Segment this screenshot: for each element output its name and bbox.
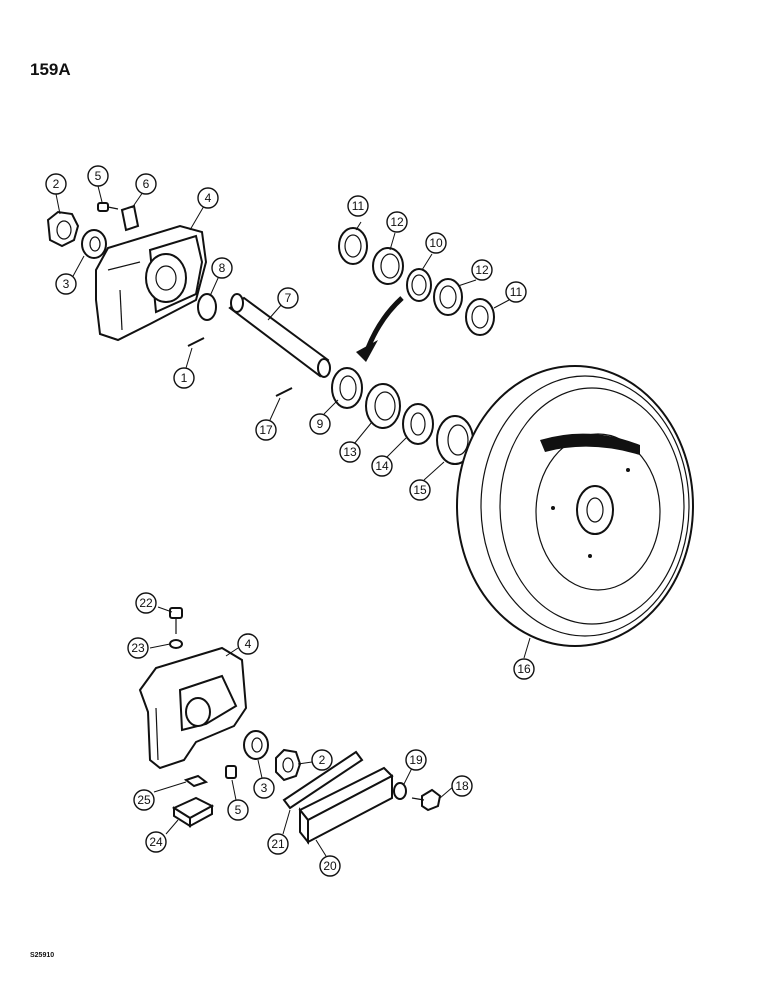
callout-20: 20 (319, 855, 341, 877)
bolt-small-lower (225, 765, 237, 779)
callout-19: 19 (405, 749, 427, 771)
svg-text:5: 5 (235, 803, 242, 817)
callout-11: 11 (505, 281, 527, 303)
pin-1 (187, 337, 205, 347)
callout-4: 4 (237, 633, 259, 655)
idler-bracket-lower (138, 646, 248, 770)
pin-17 (275, 387, 293, 397)
callout-3: 3 (55, 273, 77, 295)
bar-20 (298, 766, 394, 845)
leader-lines (55, 185, 531, 857)
svg-text:8: 8 (219, 261, 226, 275)
svg-text:13: 13 (343, 445, 357, 459)
svg-text:9: 9 (317, 417, 324, 431)
castle-nut-lower (275, 748, 302, 782)
bearing-cup-13 (365, 383, 401, 429)
seal-9 (331, 367, 363, 409)
callout-12: 12 (471, 259, 493, 281)
bearing-cup-12-left (372, 247, 404, 285)
bolt-22 (169, 607, 183, 634)
callout-2: 2 (45, 173, 67, 195)
svg-text:4: 4 (245, 637, 252, 651)
arrow-head-icon (356, 340, 378, 362)
callout-23: 23 (127, 637, 149, 659)
callout-18: 18 (451, 775, 473, 797)
svg-text:11: 11 (510, 285, 523, 299)
svg-text:11: 11 (352, 199, 365, 213)
svg-text:24: 24 (149, 835, 163, 849)
svg-text:15: 15 (413, 483, 427, 497)
svg-text:16: 16 (517, 662, 531, 676)
callout-13: 13 (339, 441, 361, 463)
callout-7: 7 (277, 287, 299, 309)
callout-14: 14 (371, 455, 393, 477)
callout-12: 12 (386, 211, 408, 233)
callout-1: 1 (173, 367, 195, 389)
svg-text:20: 20 (323, 859, 337, 873)
idler-bracket-upper (95, 224, 208, 342)
svg-text:25: 25 (137, 793, 151, 807)
shim-25 (183, 774, 209, 788)
figure-code: S25910 (30, 952, 55, 959)
bearing-cone-14 (402, 403, 434, 445)
svg-text:6: 6 (143, 177, 150, 191)
svg-text:2: 2 (319, 753, 326, 767)
spacer-10 (406, 268, 432, 302)
svg-text:12: 12 (390, 215, 404, 229)
page-label: 159A (30, 60, 71, 79)
callout-16: 16 (513, 658, 535, 680)
svg-text:7: 7 (285, 291, 292, 305)
callout-8: 8 (211, 257, 233, 279)
svg-text:2: 2 (53, 177, 60, 191)
svg-text:3: 3 (261, 781, 268, 795)
svg-text:23: 23 (131, 641, 145, 655)
svg-text:10: 10 (429, 236, 443, 250)
shim-plate-21 (282, 750, 364, 810)
seal-11-left (338, 227, 368, 265)
svg-text:12: 12 (475, 263, 489, 277)
bolt-18 (411, 788, 442, 812)
callout-25: 25 (133, 789, 155, 811)
svg-text:19: 19 (409, 753, 423, 767)
callout-3: 3 (253, 777, 275, 799)
bolt-small-upper (97, 202, 119, 212)
washer-lower (243, 730, 269, 760)
assembly-arrow (365, 296, 404, 349)
callout-22: 22 (135, 592, 157, 614)
castle-nut-upper (46, 210, 80, 248)
idler-wheel (456, 365, 694, 647)
svg-text:4: 4 (205, 191, 212, 205)
svg-text:17: 17 (259, 423, 273, 437)
svg-text:21: 21 (271, 837, 285, 851)
washer-23 (169, 639, 183, 649)
callout-10: 10 (425, 232, 447, 254)
svg-text:18: 18 (455, 779, 469, 793)
o-ring (197, 293, 217, 321)
callout-5: 5 (87, 165, 109, 187)
svg-text:14: 14 (375, 459, 389, 473)
callout-21: 21 (267, 833, 289, 855)
callout-11: 11 (347, 195, 369, 217)
block-24 (171, 796, 215, 828)
callout-17: 17 (255, 419, 277, 441)
callout-5: 5 (227, 799, 249, 821)
callout-6: 6 (135, 173, 157, 195)
callout-4: 4 (197, 187, 219, 209)
svg-text:22: 22 (139, 596, 153, 610)
callout-2: 2 (311, 749, 333, 771)
washer-19 (393, 782, 407, 800)
bearing-cone-12-right (433, 278, 463, 316)
callout-24: 24 (145, 831, 167, 853)
seal-11-right (465, 298, 495, 336)
callout-9: 9 (309, 413, 331, 435)
svg-text:5: 5 (95, 169, 102, 183)
lock-plate (120, 204, 140, 232)
washer-upper (81, 229, 107, 259)
callout-15: 15 (409, 479, 431, 501)
idler-shaft (228, 293, 331, 378)
svg-text:1: 1 (181, 371, 188, 385)
svg-text:3: 3 (63, 277, 70, 291)
